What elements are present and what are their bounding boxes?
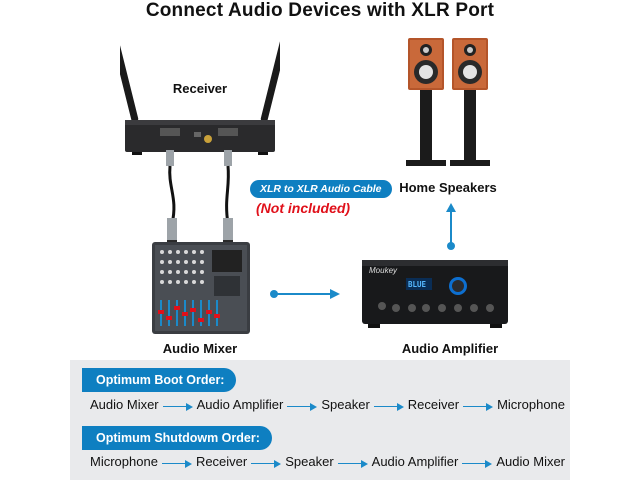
audio-mixer-label: Audio Mixer <box>162 341 238 356</box>
amplifier-display: BLUE <box>408 280 427 289</box>
cable-not-included-note: (Not included) <box>256 200 351 216</box>
shutdown-step: Receiver <box>195 454 248 470</box>
boot-order-flow: Audio Mixer Audio Amplifier Speaker Receive… <box>90 396 565 412</box>
boot-order-heading: Optimum Boot Order: <box>82 368 237 392</box>
receiver-illustration <box>120 32 280 248</box>
arrow-right-icon <box>373 400 404 411</box>
arrow-right-icon <box>462 457 493 468</box>
arrow-right-icon <box>337 457 368 468</box>
home-speakers-label: Home Speakers <box>399 180 497 195</box>
shutdown-step: Microphone <box>90 454 158 470</box>
receiver-label: Receiver <box>172 81 228 96</box>
arrow-up-icon <box>446 203 456 250</box>
shutdown-step: Speaker <box>285 454 334 470</box>
arrow-right-icon <box>161 457 192 468</box>
boot-step: Receiver <box>407 397 460 413</box>
boot-step: Audio Amplifier <box>196 397 284 413</box>
boot-step: Speaker <box>321 397 370 413</box>
page-title: Connect Audio Devices with XLR Port <box>145 0 495 21</box>
boot-step: Audio Mixer <box>90 397 159 413</box>
arrow-right-icon <box>270 289 340 299</box>
mixer-illustration <box>152 242 250 334</box>
arrow-right-icon <box>287 400 318 411</box>
amplifier-brand: Moukey <box>369 266 398 275</box>
arrow-right-icon <box>463 400 494 411</box>
shutdown-order-heading: Optimum Shutdowm Order: <box>82 426 272 450</box>
audio-amplifier-label: Audio Amplifier <box>401 341 499 356</box>
amplifier-illustration <box>362 260 508 328</box>
arrow-right-icon <box>162 400 193 411</box>
shutdown-step: Audio Amplifier <box>371 454 459 470</box>
shutdown-step: Audio Mixer <box>496 454 566 470</box>
shutdown-order-flow: Microphone Receiver Speaker Audio Amplifier… <box>90 453 565 469</box>
arrow-right-icon <box>251 457 282 468</box>
boot-step: Microphone <box>497 397 566 413</box>
cable-label: XLR to XLR Audio Cable <box>250 180 392 198</box>
speakers-illustration <box>406 38 490 166</box>
